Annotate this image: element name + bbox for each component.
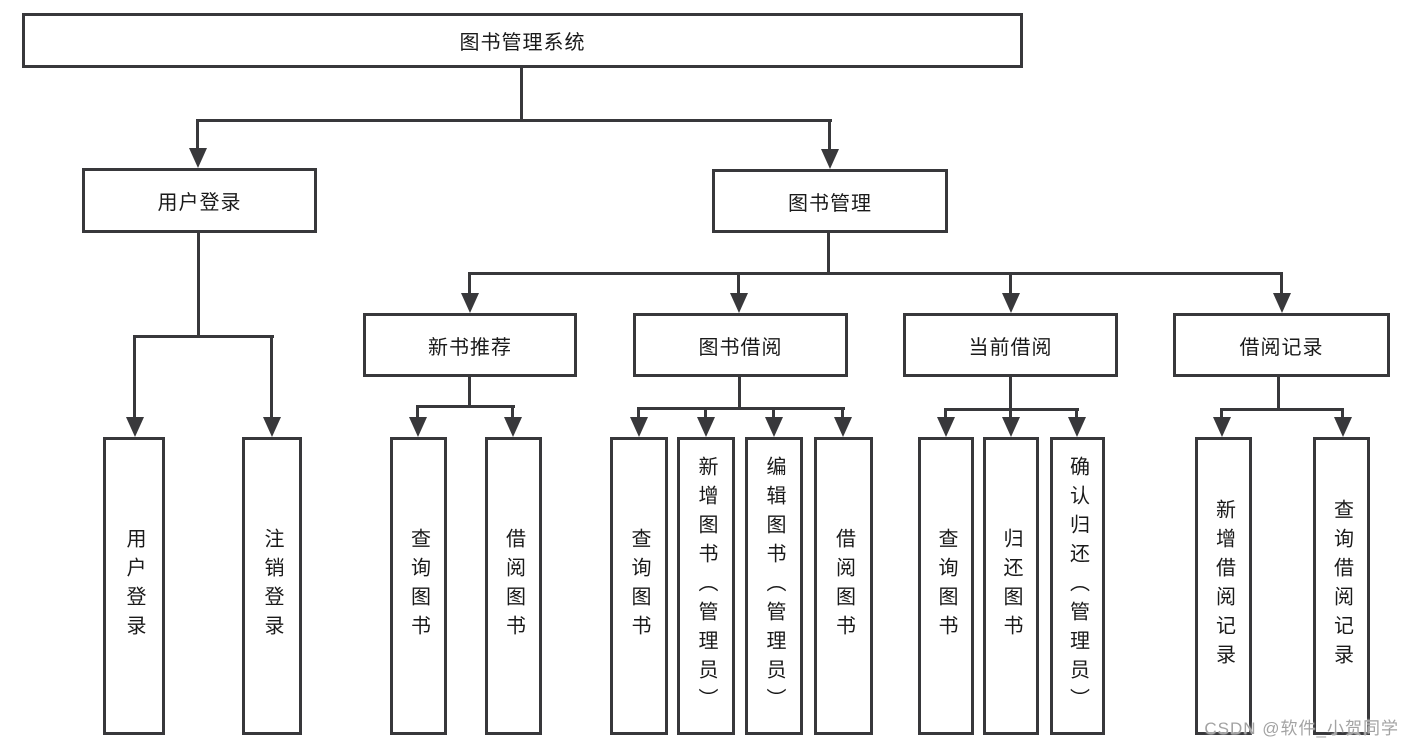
node-borrow-records: 借阅记录 xyxy=(1173,313,1390,377)
leaf-nbr-borrow-books: 借阅图书 xyxy=(485,437,542,735)
arrow-bb-leaf-3 xyxy=(765,417,783,437)
connector-br-trunk xyxy=(1277,377,1280,411)
connector-bookmgmt-stem-4 xyxy=(1280,272,1283,295)
connector-bookmgmt-stem-1 xyxy=(468,272,471,295)
connector-root-trunk xyxy=(520,68,523,122)
connector-userlogin-trunk xyxy=(197,233,200,338)
leaf-bb-edit-books-admin-label: 编辑图书（管理员） xyxy=(763,455,785,717)
arrow-to-leaf-logout xyxy=(263,417,281,437)
leaf-user-login: 用户登录 xyxy=(103,437,165,735)
arrow-cb-leaf-3 xyxy=(1068,417,1086,437)
connector-bb-trunk xyxy=(738,377,741,410)
connector-br-stem-1 xyxy=(1220,408,1223,419)
connector-bookmgmt-stem-2 xyxy=(737,272,740,295)
connector-bb-stem-2 xyxy=(704,407,707,419)
arrow-to-current-borrow xyxy=(1002,293,1020,313)
leaf-cb-return-books-label: 归还图书 xyxy=(1000,528,1022,644)
connector-br-branch xyxy=(1220,408,1344,411)
arrow-nbr-leaf-1 xyxy=(409,417,427,437)
node-book-mgmt: 图书管理 xyxy=(712,169,948,233)
node-user-login-label: 用户登录 xyxy=(157,192,242,214)
leaf-logout-label: 注销登录 xyxy=(261,528,283,644)
leaf-cb-confirm-return-admin-label: 确认归还（管理员） xyxy=(1066,455,1089,717)
leaf-bb-borrow-books: 借阅图书 xyxy=(814,437,873,735)
arrow-nbr-leaf-2 xyxy=(504,417,522,437)
connector-userlogin-stem-1 xyxy=(133,335,136,419)
connector-cb-trunk xyxy=(1009,377,1012,411)
connector-bookmgmt-stem-3 xyxy=(1009,272,1012,295)
node-current-borrow: 当前借阅 xyxy=(903,313,1118,377)
connector-cb-stem-1 xyxy=(944,408,947,419)
arrow-br-leaf-1 xyxy=(1213,417,1231,437)
leaf-user-login-label: 用户登录 xyxy=(123,528,145,644)
leaf-bb-edit-books-admin: 编辑图书（管理员） xyxy=(745,437,803,735)
leaf-bb-query-books-label: 查询图书 xyxy=(628,528,650,644)
arrow-br-leaf-2 xyxy=(1334,417,1352,437)
arrow-to-leaf-login xyxy=(126,417,144,437)
connector-root-left-stem xyxy=(196,119,199,151)
connector-userlogin-stem-2 xyxy=(270,335,273,419)
node-book-borrow-label: 图书借阅 xyxy=(698,336,783,359)
connector-cb-stem-3 xyxy=(1075,408,1078,419)
arrow-bb-leaf-2 xyxy=(697,417,715,437)
connector-bookmgmt-trunk xyxy=(827,233,830,275)
csdn-watermark: CSDN @软件_小贺同学 xyxy=(1204,719,1399,738)
leaf-br-query-record-label: 查询借阅记录 xyxy=(1330,499,1353,673)
arrow-to-book-borrow xyxy=(730,293,748,313)
leaf-cb-query-books: 查询图书 xyxy=(918,437,974,735)
node-borrow-records-label: 借阅记录 xyxy=(1239,336,1324,359)
arrow-cb-leaf-2 xyxy=(1002,417,1020,437)
leaf-bb-query-books: 查询图书 xyxy=(610,437,668,735)
leaf-cb-return-books: 归还图书 xyxy=(983,437,1039,735)
connector-nbr-stem-2 xyxy=(511,405,514,419)
leaf-logout: 注销登录 xyxy=(242,437,302,735)
connector-root-right-stem xyxy=(828,119,831,152)
leaf-br-query-record: 查询借阅记录 xyxy=(1313,437,1370,735)
leaf-cb-confirm-return-admin: 确认归还（管理员） xyxy=(1050,437,1105,735)
connector-br-stem-2 xyxy=(1341,408,1344,419)
connector-nbr-branch xyxy=(416,405,515,408)
connector-bookmgmt-branch xyxy=(468,272,1283,275)
connector-nbr-trunk xyxy=(468,377,471,408)
arrow-cb-leaf-1 xyxy=(937,417,955,437)
connector-nbr-stem-1 xyxy=(416,405,419,419)
connector-cb-stem-2 xyxy=(1009,408,1012,419)
node-current-borrow-label: 当前借阅 xyxy=(968,336,1053,359)
arrow-to-user-login xyxy=(189,148,207,168)
node-user-login: 用户登录 xyxy=(82,168,317,233)
leaf-bb-borrow-books-label: 借阅图书 xyxy=(832,528,855,644)
connector-bb-branch xyxy=(637,407,845,410)
leaf-bb-add-books-admin-label: 新增图书（管理员） xyxy=(695,455,717,717)
node-new-book-rec: 新书推荐 xyxy=(363,313,577,377)
connector-bb-stem-1 xyxy=(637,407,640,419)
arrow-bb-leaf-4 xyxy=(834,417,852,437)
leaf-nbr-query-books-label: 查询图书 xyxy=(407,528,430,644)
leaf-br-add-record-label: 新增借阅记录 xyxy=(1212,499,1235,673)
leaf-br-add-record: 新增借阅记录 xyxy=(1195,437,1252,735)
connector-userlogin-branch xyxy=(133,335,274,338)
connector-bb-stem-4 xyxy=(841,407,844,419)
arrow-to-borrow-records xyxy=(1273,293,1291,313)
node-new-book-rec-label: 新书推荐 xyxy=(428,336,512,359)
leaf-nbr-borrow-books-label: 借阅图书 xyxy=(502,528,525,644)
connector-root-branch xyxy=(196,119,832,122)
connector-bb-stem-3 xyxy=(772,407,775,419)
arrow-bb-leaf-1 xyxy=(630,417,648,437)
leaf-nbr-query-books: 查询图书 xyxy=(390,437,447,735)
node-library-system: 图书管理系统 xyxy=(22,13,1023,68)
node-library-system-label: 图书管理系统 xyxy=(459,32,586,54)
arrow-to-new-book-rec xyxy=(461,293,479,313)
arrow-to-book-mgmt xyxy=(821,149,839,169)
leaf-bb-add-books-admin: 新增图书（管理员） xyxy=(677,437,735,735)
node-book-borrow: 图书借阅 xyxy=(633,313,848,377)
leaf-cb-query-books-label: 查询图书 xyxy=(935,528,957,644)
node-book-mgmt-label: 图书管理 xyxy=(788,192,872,215)
